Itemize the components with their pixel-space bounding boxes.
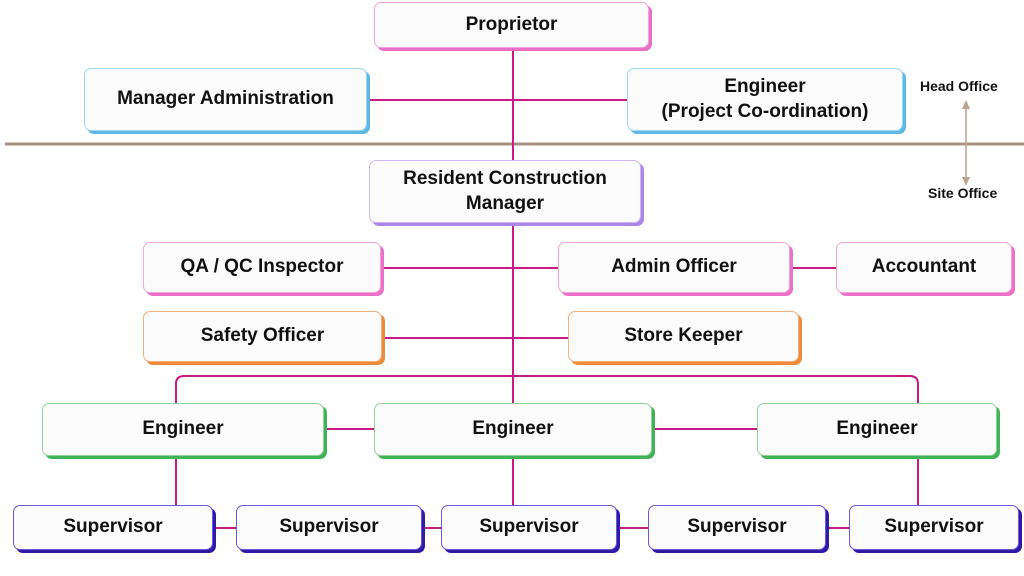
- safety-officer-box: Safety Officer: [143, 311, 382, 362]
- supervisor-label: Supervisor: [479, 516, 579, 538]
- qa-qc-inspector-label: QA / QC Inspector: [180, 256, 344, 278]
- supervisor-box-2: Supervisor: [236, 505, 422, 550]
- supervisor-box-3: Supervisor: [441, 505, 617, 550]
- site-office-label: Site Office: [928, 185, 998, 201]
- store-keeper-box: Store Keeper: [568, 311, 799, 362]
- manager-administration-label: Manager Administration: [117, 88, 334, 110]
- proprietor-box: Proprietor: [374, 2, 649, 48]
- admin-officer-box: Admin Officer: [558, 242, 790, 293]
- engineer-coord-label-line2: (Project Co-ordination): [661, 100, 869, 122]
- qa-qc-inspector-box: QA / QC Inspector: [143, 242, 381, 293]
- accountant-label: Accountant: [871, 256, 977, 278]
- engineer-box-right: Engineer: [757, 403, 997, 456]
- head-office-label: Head Office: [920, 78, 998, 94]
- engineer-project-coordination-box: Engineer (Project Co-ordination): [627, 68, 903, 131]
- accountant-box: Accountant: [836, 242, 1012, 293]
- rcm-label-line2: Manager: [465, 192, 545, 214]
- engineer-coord-label-line1: Engineer: [724, 75, 806, 97]
- resident-construction-manager-box: Resident Construction Manager: [369, 160, 641, 223]
- supervisor-box-4: Supervisor: [648, 505, 826, 550]
- supervisor-box-1: Supervisor: [13, 505, 213, 550]
- manager-administration-box: Manager Administration: [84, 68, 367, 131]
- supervisor-label: Supervisor: [279, 516, 379, 538]
- admin-officer-label: Admin Officer: [611, 256, 737, 278]
- engineer-box-left: Engineer: [42, 403, 324, 456]
- office-arrow-icon: [962, 100, 970, 186]
- rcm-label-line1: Resident Construction: [403, 167, 607, 189]
- engineer-distribution-line: [175, 375, 919, 403]
- supervisor-box-5: Supervisor: [849, 505, 1019, 550]
- engineer-box-center: Engineer: [374, 403, 652, 456]
- safety-officer-label: Safety Officer: [200, 325, 325, 347]
- supervisor-label: Supervisor: [884, 516, 984, 538]
- engineer-label: Engineer: [142, 418, 224, 440]
- proprietor-label: Proprietor: [465, 13, 558, 35]
- supervisor-label: Supervisor: [687, 516, 787, 538]
- engineer-label: Engineer: [836, 418, 918, 440]
- supervisor-label: Supervisor: [63, 516, 163, 538]
- store-keeper-label: Store Keeper: [624, 325, 743, 347]
- engineer-label: Engineer: [472, 418, 554, 440]
